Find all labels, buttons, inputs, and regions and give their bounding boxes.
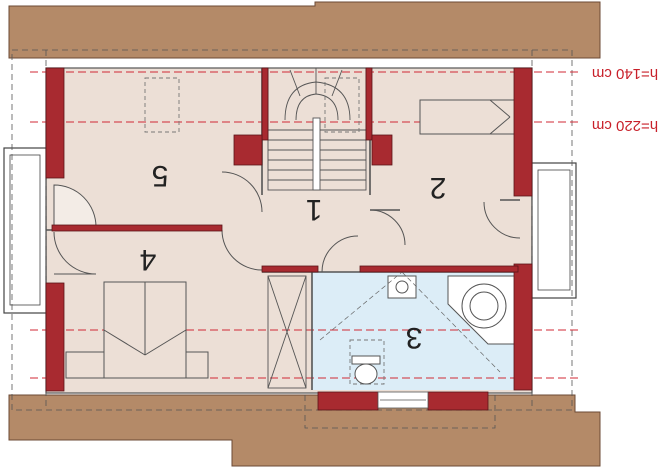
- bathroom-window: [377, 391, 429, 409]
- roof-bottom: [8, 394, 601, 467]
- room-labels: 5 2 1 4 3: [140, 159, 447, 354]
- bathtub: [447, 275, 517, 345]
- height-legend: h=140 cm h=220 cm: [592, 65, 658, 134]
- doors: [53, 171, 521, 275]
- bathroom-diagonals: [319, 271, 501, 373]
- room-label-1: 1: [306, 193, 323, 226]
- legend-height-220: h=220 cm: [592, 117, 658, 134]
- bed-room-2: [419, 99, 517, 135]
- right-balcony: [531, 162, 577, 299]
- room-label-5: 5: [152, 159, 169, 192]
- legend-height-140: h=140 cm: [592, 65, 658, 82]
- structural-walls: [45, 67, 533, 411]
- bed-room-4: [65, 281, 209, 379]
- left-balcony: [3, 147, 47, 314]
- roof-top: [8, 1, 601, 59]
- wardrobe: [267, 275, 307, 389]
- toilet: [351, 355, 381, 385]
- room-label-2: 2: [430, 171, 447, 204]
- room-label-3: 3: [406, 321, 423, 354]
- sink: [387, 275, 417, 299]
- room-label-4: 4: [140, 243, 157, 276]
